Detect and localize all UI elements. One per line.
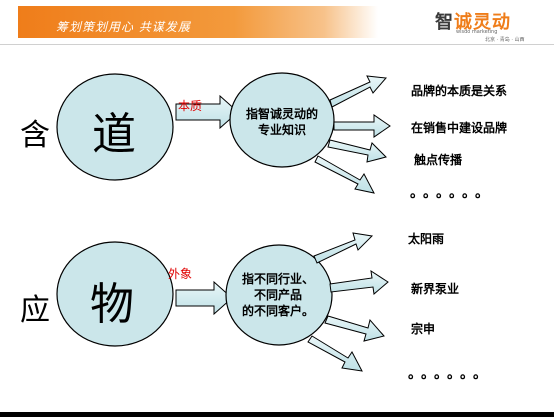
top-center-line-1: 指智诚灵动的 — [245, 107, 318, 121]
top-center-circle — [229, 72, 335, 168]
logo-text-b: 诚灵动 — [454, 12, 511, 33]
top-side-char: 含 — [20, 118, 50, 153]
bottom-center-circle — [225, 244, 333, 346]
footer-border — [0, 412, 554, 417]
top-circle-char: 道 — [92, 109, 136, 160]
header-divider — [0, 44, 554, 45]
top-fan-arrow-3 — [327, 139, 387, 163]
bottom-item-2: 新界泵业 — [411, 282, 460, 296]
brand-logo: 智诚灵动 — [435, 8, 511, 34]
logo-text-a: 智 — [435, 12, 454, 33]
slogan-text: 筹划策划用心 共谋发展 — [56, 20, 191, 34]
bottom-item-ellipsis: 。。。。。。 — [408, 366, 493, 382]
top-center-line-2: 专业知识 — [257, 123, 306, 137]
logo-cities: 北京 · 青岛 · 山西 — [485, 37, 525, 43]
header-bar: 筹划策划用心 共谋发展 智诚灵动 wisdo marketing 北京 · 青岛… — [0, 0, 554, 44]
top-item-ellipsis: 。。。。。。 — [410, 185, 495, 201]
bottom-link-arrow — [175, 280, 233, 316]
top-fan-arrow-1 — [329, 75, 388, 108]
bottom-item-1: 太阳雨 — [408, 232, 445, 246]
bottom-circle-char: 物 — [90, 279, 134, 330]
logo-subtitle: wisdo marketing — [456, 29, 498, 35]
bottom-center-line-3: 的不同客户。 — [241, 304, 314, 318]
top-center-text: 指智诚灵动的 专业知识 — [238, 106, 326, 138]
top-fan-arrow-4 — [314, 155, 375, 194]
top-left-circle — [56, 73, 174, 181]
bottom-fan-arrows — [307, 232, 389, 372]
bottom-center-line-2: 不同产品 — [253, 288, 302, 302]
bottom-item-3: 宗申 — [411, 322, 436, 336]
bottom-fan-arrow-1 — [313, 232, 374, 264]
top-fan-arrows — [314, 75, 391, 194]
bottom-center-text: 指不同行业、 不同产品 的不同客户。 — [228, 271, 328, 319]
top-item-3: 触点传播 — [414, 153, 463, 167]
top-fan-arrow-2 — [333, 114, 391, 138]
top-link-label: 本质 — [178, 99, 203, 113]
bottom-center-line-1: 指不同行业、 — [241, 272, 314, 286]
slogan-banner: 筹划策划用心 共谋发展 — [18, 6, 378, 38]
bottom-fan-arrow-3 — [324, 315, 385, 342]
top-item-2: 在销售中建设品牌 — [411, 121, 508, 135]
bottom-link-label: 外象 — [168, 267, 193, 281]
bottom-left-circle — [56, 241, 174, 347]
bottom-fan-arrow-4 — [307, 335, 363, 372]
bottom-side-char: 应 — [20, 293, 50, 328]
top-item-1: 品牌的本质是关系 — [411, 84, 508, 98]
bottom-fan-arrow-2 — [329, 269, 389, 295]
top-link-arrow — [175, 94, 239, 130]
